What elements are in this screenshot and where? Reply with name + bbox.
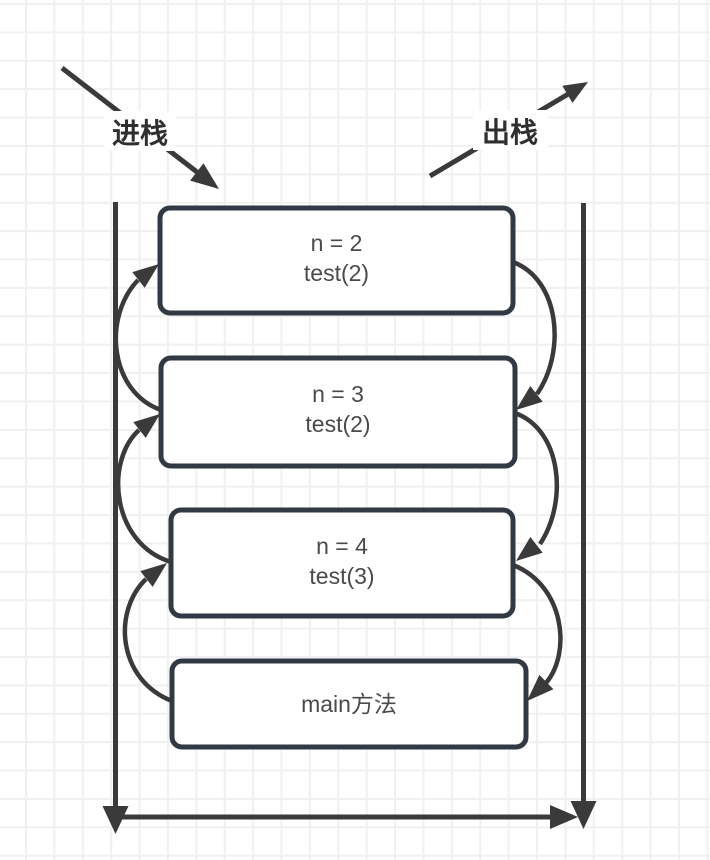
push-transition-arrow-n4-to-n3: [116, 414, 172, 565]
stack-frame-n3[interactable]: n = 3 test(2): [158, 355, 518, 469]
stack-right-boundary-line: [570, 203, 597, 829]
stack-left-boundary-line: [102, 202, 129, 834]
pop-label[interactable]: 出栈: [473, 110, 548, 150]
push-label[interactable]: 进栈: [104, 111, 176, 151]
push-transition-arrow-main-to-n4: [122, 563, 173, 704]
frame-text-line: test(2): [304, 260, 369, 286]
pop-transition-arrow-n2-to-n3: [512, 259, 557, 410]
stack-frame-n2[interactable]: n = 2 test(2): [157, 205, 516, 316]
frame-text-line: n = 2: [311, 230, 363, 256]
stack-bottom-line: [118, 805, 578, 829]
push-transition-arrow-n3-to-n2: [113, 264, 162, 413]
stack-frame-n4[interactable]: n = 4 test(3): [168, 507, 516, 619]
pop-transition-arrow-n4-to-main: [512, 562, 563, 701]
pop-transition-arrow-n3-to-n4: [514, 410, 559, 561]
frame-text-line: n = 3: [312, 381, 364, 407]
stack-frame-main[interactable]: main方法: [169, 658, 529, 750]
frame-text-line: main方法: [301, 691, 397, 717]
frame-text-line: test(2): [305, 411, 370, 437]
frame-text-line: test(3): [309, 563, 374, 589]
pop-label-background: [473, 110, 548, 150]
pop-label-text: 出栈: [482, 117, 538, 148]
push-label-text: 进栈: [112, 118, 168, 149]
frame-text-line: n = 4: [316, 533, 368, 559]
push-label-background: [104, 111, 176, 151]
